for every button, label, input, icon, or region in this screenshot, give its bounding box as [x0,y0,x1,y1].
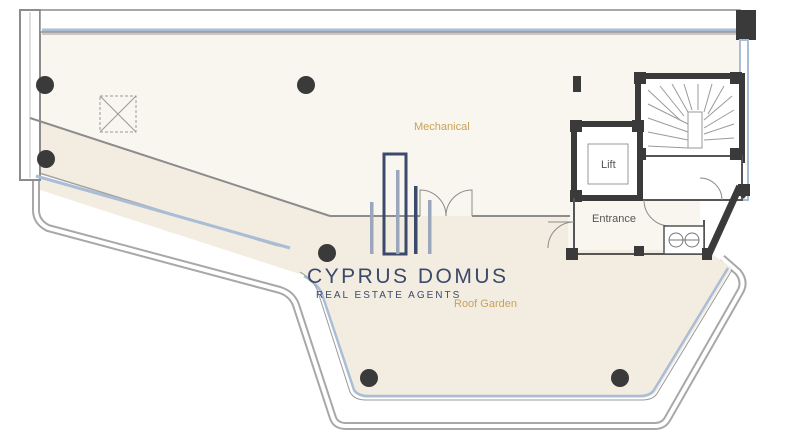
entrance-column-2 [634,246,644,256]
small-column [573,76,581,92]
column [297,76,315,94]
diagonal-wall [29,117,331,217]
column [37,150,55,168]
lift-block-1 [570,120,582,132]
roof-garden-floor [40,176,732,398]
stair-core-lower-wall [637,155,743,201]
stair-door-swing [699,177,723,201]
right-wall-block [702,248,712,260]
column [611,369,629,387]
lift-block-2 [632,120,644,132]
skylight [99,95,137,133]
roof-garden-glazing [303,267,730,398]
roof-garden-label: Roof Garden [454,298,517,310]
brand-tagline: REAL ESTATE AGENTS [316,290,461,301]
stair-corner-block-4 [730,148,742,160]
entrance-column [566,248,578,260]
entrance-label: Entrance [592,213,636,225]
door-left [419,189,447,217]
brand-logo-mark [370,152,432,256]
stair-corner-block-2 [730,72,742,84]
stair-core-floor [644,82,736,154]
door-right [445,189,473,217]
lift-block-3 [570,190,582,202]
lift-car [587,143,629,185]
column [36,76,54,94]
mechanical-label: Mechanical [414,121,470,133]
column [318,244,336,262]
brand-name: CYPRUS DOMUS [307,265,509,288]
column [360,369,378,387]
right-diagonal-block [738,184,750,196]
wc-fixtures [668,232,700,248]
stair-treads [647,83,735,149]
terrace-parapet-inner [34,175,745,428]
roof-garden-edge [299,269,733,401]
lift-label: Lift [601,159,616,171]
mechanical-floor [30,28,740,250]
corner-column [736,10,756,40]
stair-corner-block [634,72,646,84]
diagonal-glazing [35,174,291,250]
